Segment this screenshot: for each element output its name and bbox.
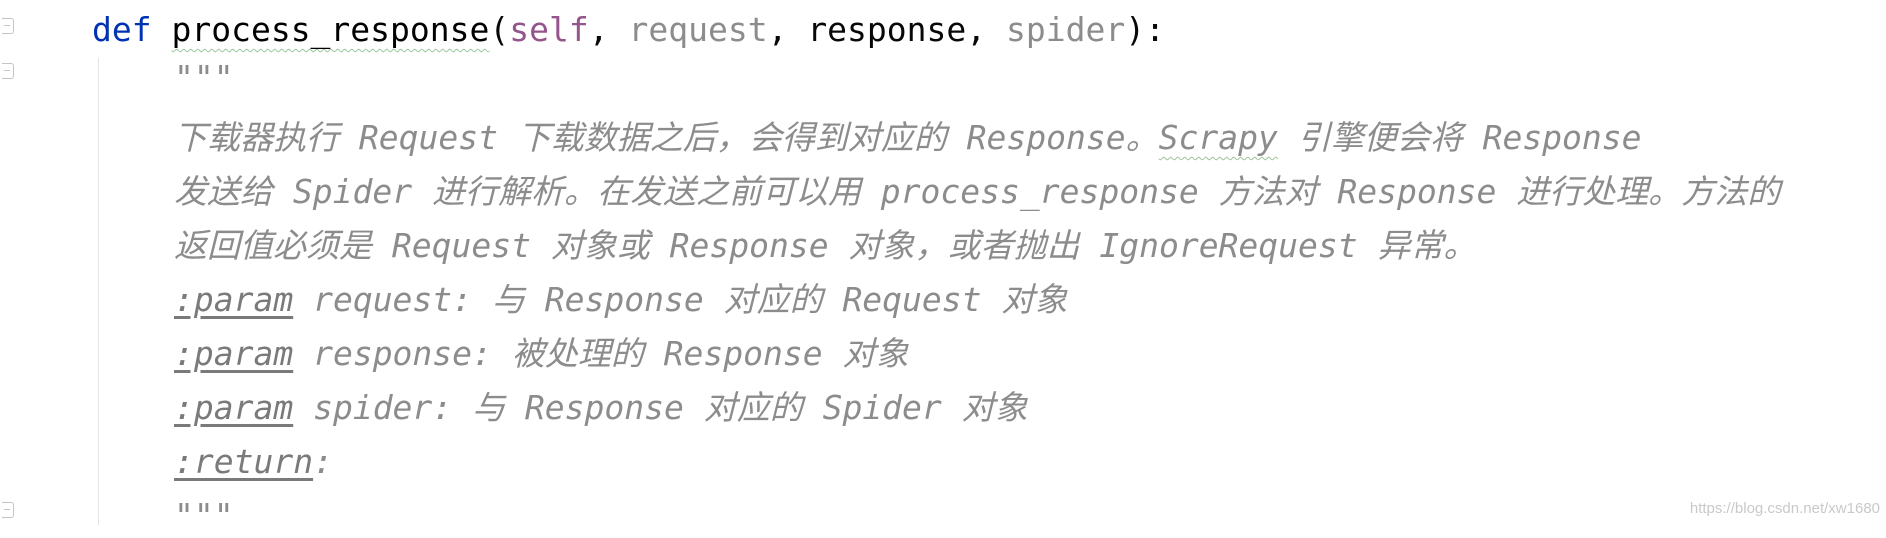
param-description: spider: 与 Response 对应的 Spider 对象 (293, 388, 1028, 427)
param-description: request: 与 Response 对应的 Request 对象 (293, 280, 1068, 319)
return-tag: :return (174, 442, 314, 481)
doc-text: 下载器执行 Request 下载数据之后，会得到对应的 Response。 (174, 118, 1159, 157)
doc-param-request-line[interactable]: :param request: 与 Response 对应的 Request 对… (174, 278, 1067, 322)
param-tag: :param (174, 334, 294, 373)
doc-text: 引擎便会将 Response (1277, 118, 1642, 157)
editor-gutter (0, 0, 20, 525)
comma: , (767, 10, 808, 49)
doc-param-response-line[interactable]: :param response: 被处理的 Response 对象 (174, 332, 908, 376)
return-colon: : (313, 442, 333, 481)
doc-line-3[interactable]: 返回值必须是 Request 对象或 Response 对象，或者抛出 Igno… (174, 226, 1477, 265)
param-tag: :param (174, 388, 294, 427)
fold-marker-icon[interactable] (2, 18, 14, 34)
function-signature-line[interactable]: def process_response(self, request, resp… (92, 8, 1165, 52)
doc-param-spider-line[interactable]: :param spider: 与 Response 对应的 Spider 对象 (174, 386, 1028, 430)
indent-guide (98, 58, 99, 525)
open-paren: ( (489, 10, 510, 49)
comma: , (966, 10, 1007, 49)
watermark: https://blog.csdn.net/xw1680 (1689, 500, 1880, 517)
param-tag: :param (174, 280, 294, 319)
function-name: process_response (171, 10, 490, 49)
fold-marker-icon[interactable] (2, 502, 14, 518)
param-description: response: 被处理的 Response 对象 (293, 334, 909, 373)
doc-line-1[interactable]: 下载器执行 Request 下载数据之后，会得到对应的 Response。Scr… (174, 116, 1642, 160)
def-keyword: def (92, 10, 152, 49)
doc-spellcheck-word: Scrapy (1158, 118, 1278, 157)
docstring-close[interactable]: """ (174, 496, 234, 535)
doc-line-2[interactable]: 发送给 Spider 进行解析。在发送之前可以用 process_respons… (174, 172, 1781, 211)
signature-close: ): (1125, 10, 1165, 49)
param-response: response (807, 10, 967, 49)
doc-return-line[interactable]: :return: (174, 440, 333, 484)
param-self: self (509, 10, 589, 49)
param-request: request (628, 10, 768, 49)
fold-marker-icon[interactable] (2, 63, 14, 79)
docstring-open[interactable]: """ (174, 58, 234, 97)
comma: , (588, 10, 629, 49)
param-spider: spider (1006, 10, 1126, 49)
